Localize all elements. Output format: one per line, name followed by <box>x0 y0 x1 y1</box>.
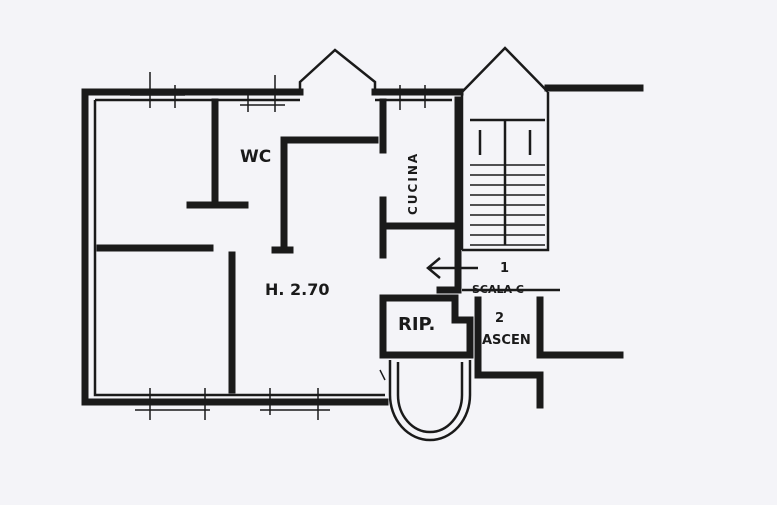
wc-label: WC <box>240 147 271 167</box>
stair-label: SCALA C <box>472 283 524 296</box>
elevator-shaft <box>462 288 624 409</box>
kitchen-label: CUCINA <box>406 152 420 215</box>
storage-label: RIP. <box>398 314 435 335</box>
entrance-arrow <box>426 257 478 279</box>
exterior-walls <box>81 88 464 406</box>
elevator-number: 2 <box>495 311 504 326</box>
ceiling-height-label: H. 2.70 <box>265 280 330 299</box>
bay-window-top <box>298 48 377 92</box>
interior-walls <box>96 96 462 394</box>
elevator-label: ASCEN <box>482 333 531 348</box>
bay-window-round <box>388 360 472 442</box>
storage-room <box>379 294 474 359</box>
window-marks <box>130 72 426 420</box>
stairwell <box>460 46 644 252</box>
stair-number: 1 <box>500 261 509 276</box>
